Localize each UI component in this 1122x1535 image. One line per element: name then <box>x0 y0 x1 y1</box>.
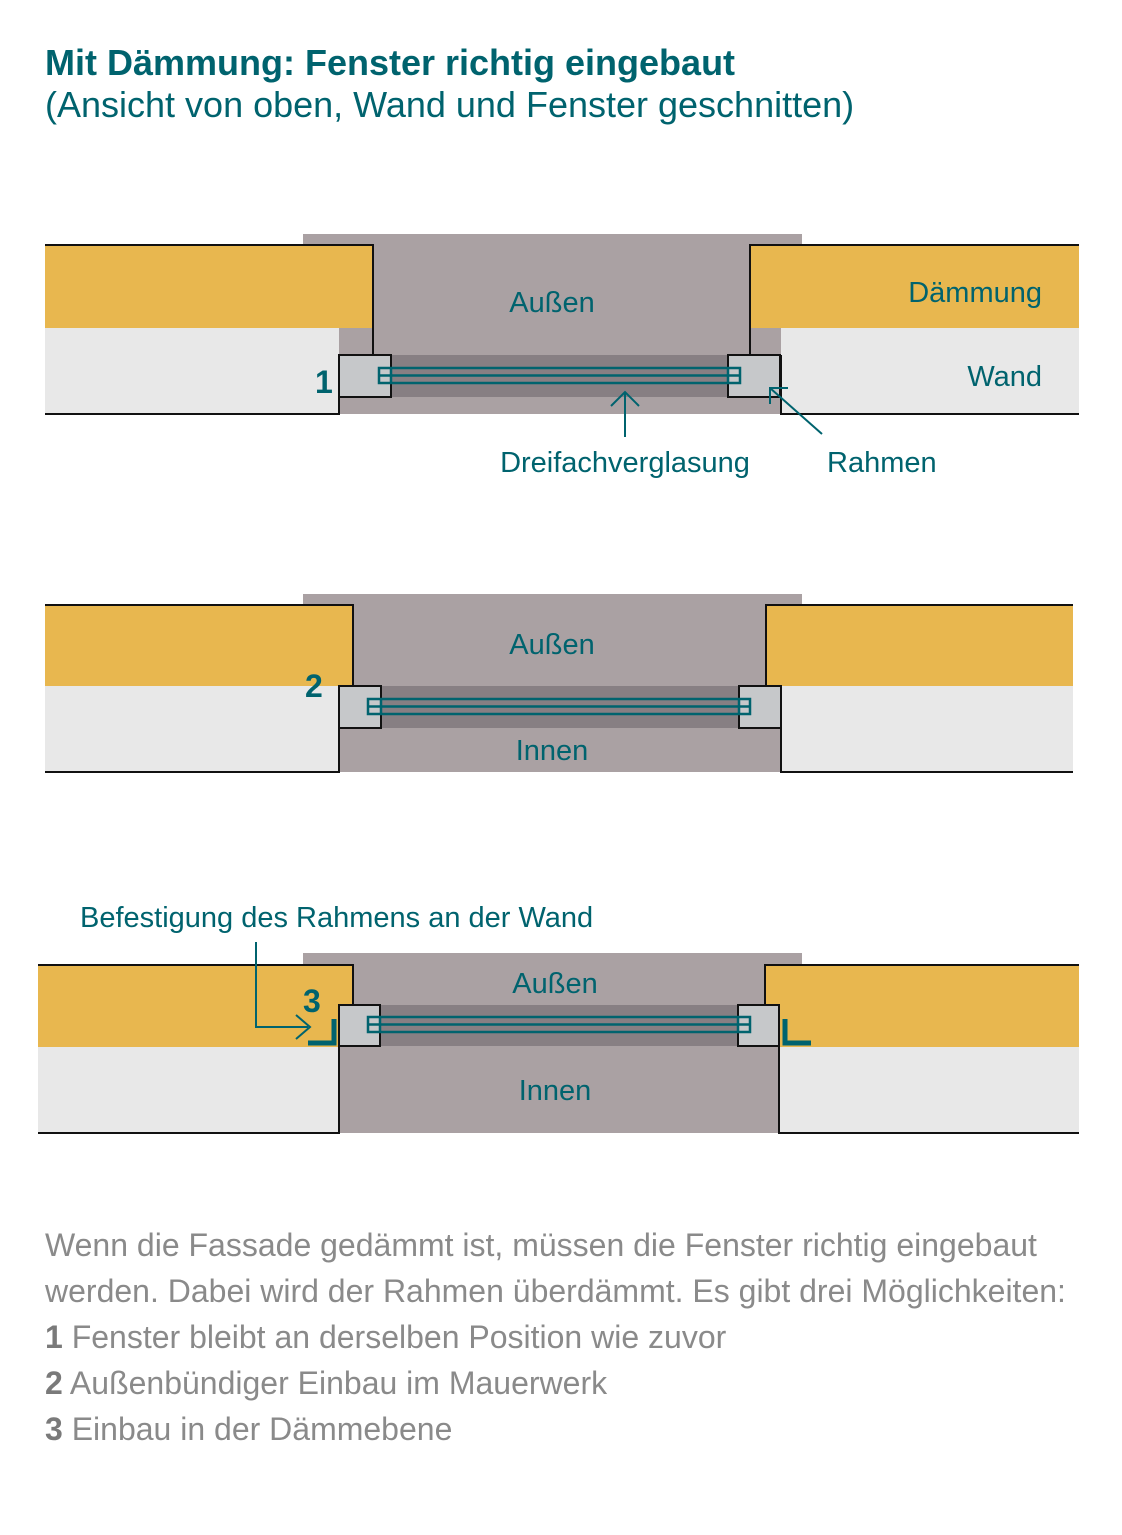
label-inside-2: Innen <box>516 735 589 767</box>
fastening-brackets <box>308 1019 811 1046</box>
insulation-left <box>45 245 373 328</box>
label-fastening: Befestigung des Rahmens an der Wand <box>80 902 593 934</box>
description-intro: Wenn die Fassade gedämmt ist, müssen die… <box>45 1227 1066 1309</box>
option-1: 1 Fenster bleibt an derselben Position w… <box>45 1319 727 1355</box>
label-frame: Rahmen <box>827 447 937 479</box>
diagram-3: Befestigung des Rahmens an der Wand Auße… <box>38 902 1079 1134</box>
label-wall: Wand <box>967 361 1042 393</box>
fastening-arrow <box>255 942 312 1040</box>
label-insulation: Dämmung <box>908 277 1042 309</box>
page-subtitle: (Ansicht von oben, Wand und Fenster gesc… <box>45 84 855 125</box>
option-2: 2 Außenbündiger Einbau im Mauerwerk <box>45 1365 608 1401</box>
triple-glazing <box>377 366 742 385</box>
label-outside-2: Außen <box>509 629 594 661</box>
number-1: 1 <box>315 364 333 400</box>
arrows <box>610 387 823 437</box>
diagram-2: Außen Innen 2 <box>45 594 1073 773</box>
wall-left <box>45 328 339 414</box>
label-glazing: Dreifachverglasung <box>500 447 750 479</box>
window-installation-diagram: Außen Dämmung Wand Dreifachverglasung Ra… <box>38 234 1079 1134</box>
label-outside: Außen <box>509 287 594 319</box>
insulation-right <box>750 245 1079 328</box>
diagram-1: Außen Dämmung Wand Dreifachverglasung Ra… <box>45 234 1079 479</box>
wall-right <box>781 328 1079 414</box>
option-3: 3 Einbau in der Dämmebene <box>45 1411 453 1447</box>
number-3: 3 <box>303 983 321 1019</box>
description: Wenn die Fassade gedämmt ist, müssen die… <box>45 1222 1085 1452</box>
label-inside-3: Innen <box>519 1075 592 1107</box>
page-title: Mit Dämmung: Fenster richtig eingebaut <box>45 42 736 83</box>
label-outside-3: Außen <box>512 968 597 1000</box>
number-2: 2 <box>305 668 323 704</box>
